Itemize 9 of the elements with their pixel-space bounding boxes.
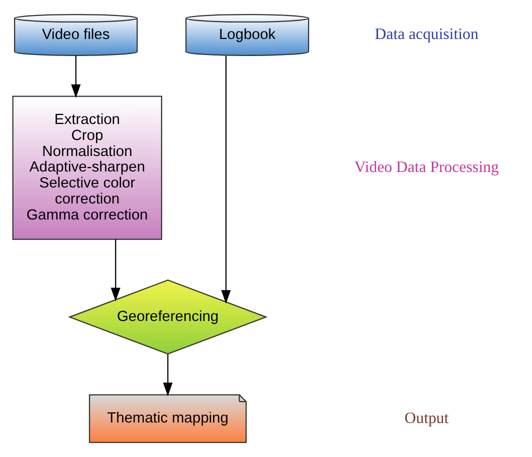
label: Video Data Processing bbox=[354, 158, 499, 176]
arrow bbox=[221, 56, 231, 304]
node-diamond: Georeferencing bbox=[68, 280, 268, 355]
arrow bbox=[163, 354, 173, 396]
arrow bbox=[71, 55, 81, 98]
label: Output bbox=[404, 410, 449, 427]
arrow bbox=[110, 239, 120, 302]
label: Data acquisition bbox=[374, 26, 478, 44]
node-box: Extraction Crop Normalisation Adaptive-sharpen Selective color correction Gamma correction bbox=[12, 96, 162, 240]
